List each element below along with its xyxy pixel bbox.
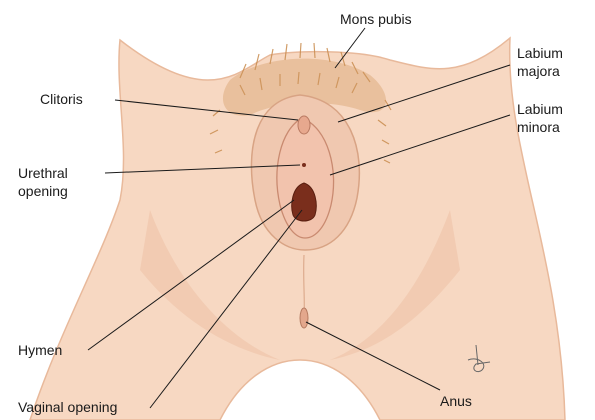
label-mons-pubis: Mons pubis	[340, 10, 412, 28]
anus-shape	[300, 308, 308, 328]
label-urethral-opening-line1: Urethral	[18, 164, 68, 182]
label-labium-majora-line1: Labium	[517, 44, 563, 62]
label-anus: Anus	[440, 392, 472, 410]
clitoris-shape	[298, 116, 310, 134]
label-clitoris: Clitoris	[40, 90, 83, 108]
label-hymen: Hymen	[18, 341, 62, 359]
label-labium-minora: Labium minora	[517, 100, 563, 136]
label-urethral-opening: Urethral opening	[18, 164, 68, 200]
label-labium-majora: Labium majora	[517, 44, 563, 80]
label-labium-minora-line1: Labium	[517, 100, 563, 118]
label-labium-minora-line2: minora	[517, 118, 563, 136]
label-vaginal-opening: Vaginal opening	[18, 398, 117, 416]
label-labium-majora-line2: majora	[517, 62, 563, 80]
urethral-opening-dot	[302, 163, 306, 167]
label-urethral-opening-line2: opening	[18, 182, 68, 200]
